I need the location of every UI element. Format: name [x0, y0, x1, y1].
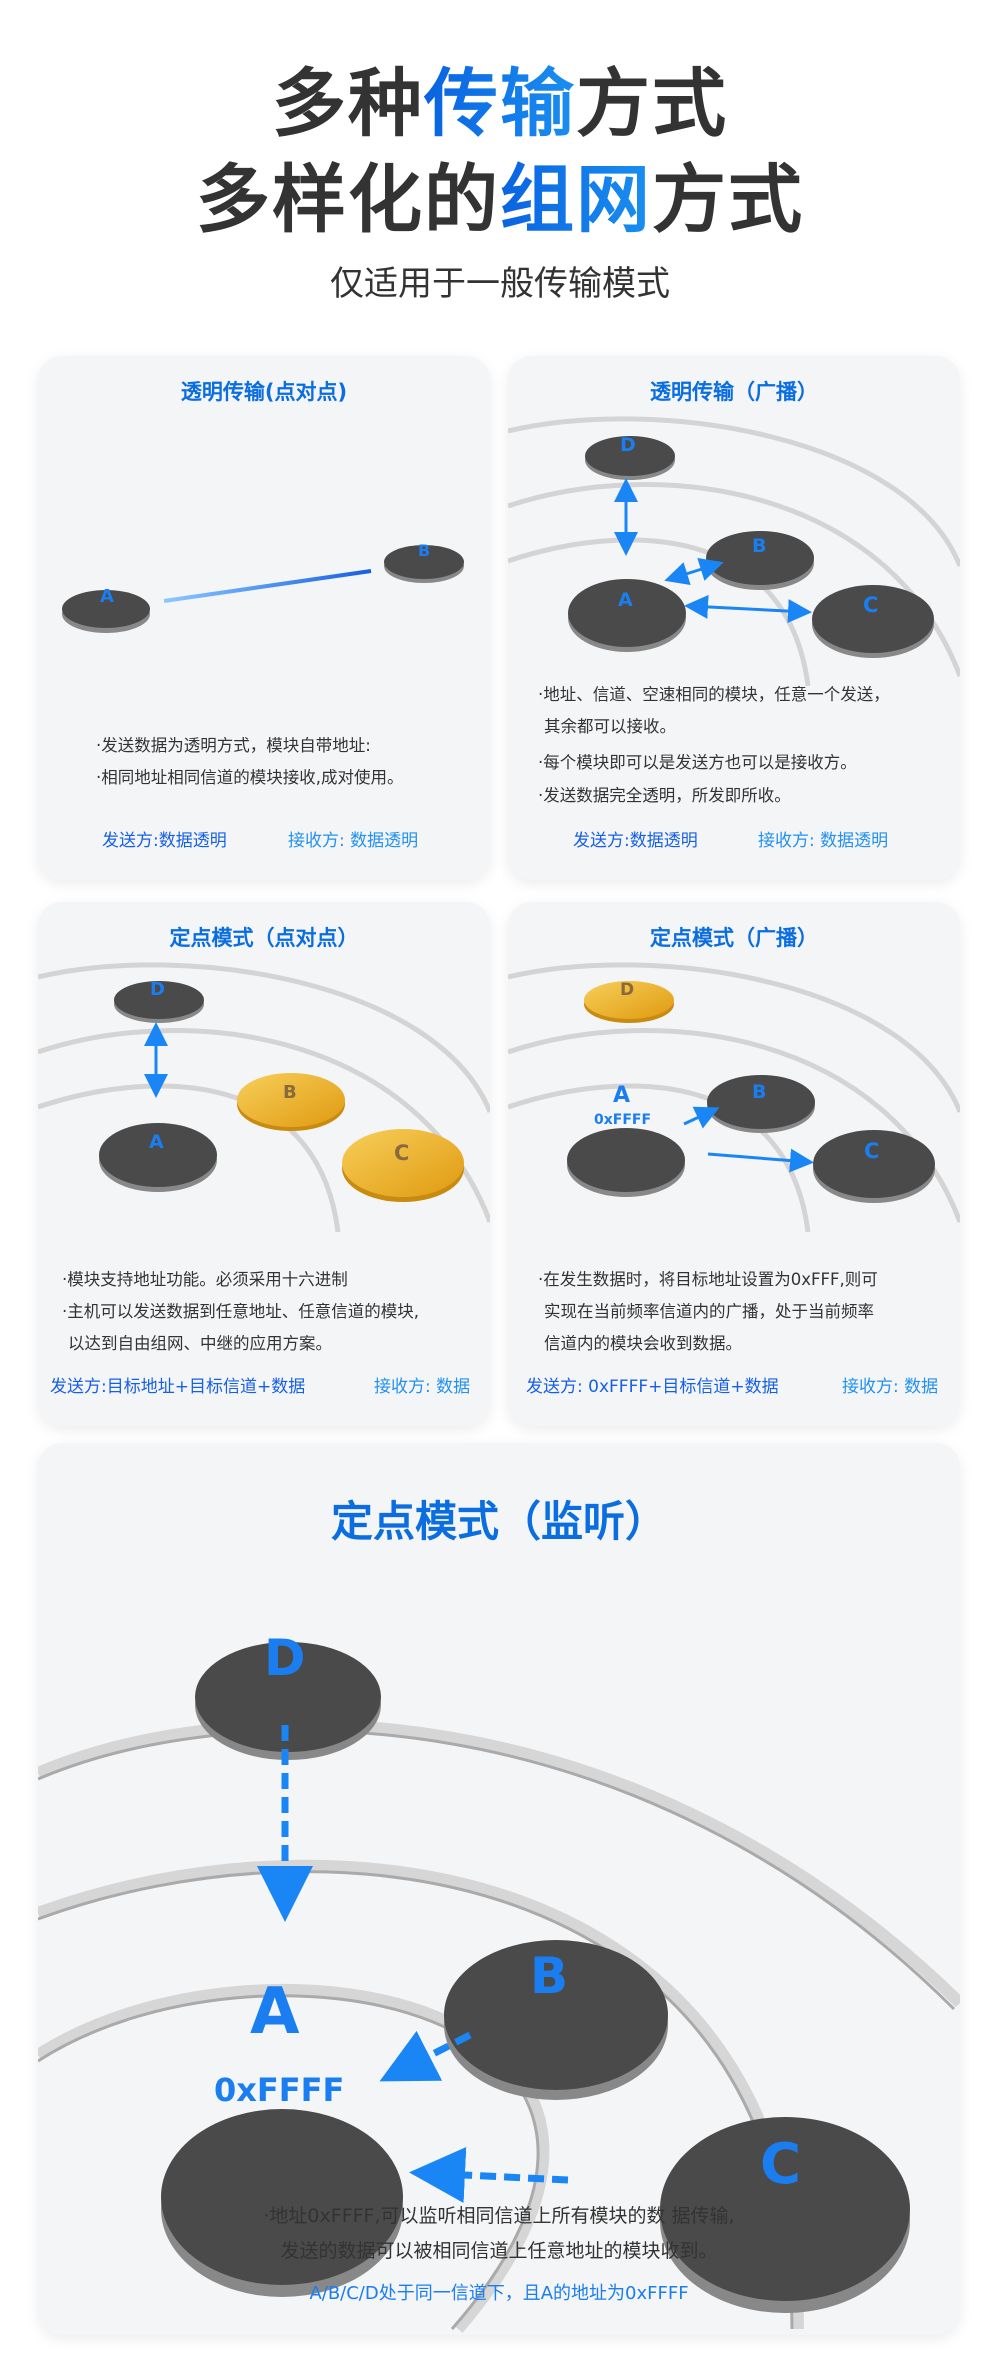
broadcast-arrows: [683, 1106, 814, 1173]
fixed-broadcast-diagram: D B A 0xFFFF C: [508, 962, 960, 1233]
node-c-disc: [342, 1129, 464, 1197]
card-title: 定点模式（点对点）: [169, 926, 359, 950]
node-b-disc: [707, 1075, 815, 1129]
bullet: ·在发生数据时，将目标地址设置为0xFFF,则可: [538, 1270, 878, 1289]
card-fixed-monitor: D B A 0xFFFF C 定点模式（监听） ·地址0xFFFF,可以监听相同…: [38, 1443, 960, 2335]
node-b-label: B: [283, 1082, 297, 1103]
monitor-note: A/B/C/D处于同一信道下，且A的地址为0xFFFF: [309, 2283, 689, 2304]
bullet: ·发送数据完全透明，所发即所收。: [538, 786, 791, 805]
bullet: ·相同地址相同信道的模块接收,成对使用。: [96, 768, 404, 787]
bullet: 发送的数据可以被相同信道上任意地址的模块收到。: [280, 2240, 718, 2262]
bullet: 实现在当前频率信道内的广播，处于当前频率: [544, 1302, 874, 1321]
node-c-disc: [812, 585, 934, 653]
node-d-disc: [114, 981, 204, 1019]
node-b-label: B: [418, 541, 430, 560]
node-c-label: C: [864, 1139, 879, 1163]
sender-info: 发送方:数据透明: [102, 831, 227, 851]
card-fixed-broadcast: D B A 0xFFFF C 定点模式（广播） ·在发生数据时，将目标地址设置为…: [508, 902, 960, 1426]
node-a-disc: [568, 579, 686, 647]
node-a-address: 0xFFFF: [594, 1112, 651, 1128]
receiver-info: 接收方: 数据透明: [288, 831, 419, 851]
node-a-disc: [99, 1123, 217, 1187]
node-c-disc: [660, 2117, 910, 2301]
node-c-disc: [813, 1130, 935, 1198]
data-arrows: [257, 1725, 569, 2203]
node-b-disc: [384, 545, 464, 579]
node-c-label: C: [394, 1141, 409, 1165]
bullet: ·地址、信道、空速相同的模块，任意一个发送，: [538, 685, 890, 704]
node-d-disc: [585, 436, 675, 476]
sender-info: 发送方:数据透明: [573, 831, 698, 851]
node-a-label: A: [149, 1131, 164, 1153]
card-transparent-broadcast: D B A C 透明传输（广播） ·地址、信道、空速相同的模块，任意一个发送， …: [508, 356, 960, 880]
bullet: 其余都可以接收。: [544, 717, 676, 736]
node-d-label: D: [150, 979, 165, 1000]
node-b-disc: [237, 1073, 345, 1127]
node-d-label: D: [620, 980, 634, 1000]
card-title: 透明传输（广播）: [650, 380, 818, 404]
node-d-label: D: [264, 1629, 306, 1687]
link-line: [163, 569, 372, 603]
node-a-label: A: [618, 589, 633, 611]
bullet: ·主机可以发送数据到任意地址、任意信道的模块,: [62, 1302, 419, 1321]
node-a-address: 0xFFFF: [214, 2071, 344, 2109]
headline-line-2: 多样化的组网方式: [0, 140, 1000, 247]
sender-info: 发送方: 0xFFFF+目标信道+数据: [526, 1377, 779, 1397]
node-a-label: A: [100, 586, 114, 607]
node-d-disc: [584, 981, 674, 1019]
fixed-p2p-diagram: D B A C: [38, 962, 490, 1233]
headline-line-1: 多种传输方式: [0, 44, 1000, 151]
node-b-disc: [444, 1940, 668, 2090]
sender-info: 发送方:目标地址+目标信道+数据: [50, 1377, 306, 1397]
bullet: 信道内的模块会收到数据。: [544, 1334, 742, 1353]
bullet: ·发送数据为透明方式，模块自带地址:: [96, 736, 371, 755]
node-c-label: C: [863, 593, 878, 617]
bullet: ·地址0xFFFF,可以监听相同信道上所有模块的数 据传输,: [263, 2205, 735, 2227]
headline-text: 多样化的: [196, 157, 500, 243]
node-b-label: B: [530, 1947, 568, 2005]
bullet: ·每个模块即可以是发送方也可以是接收方。: [538, 753, 857, 772]
link-arrows: [614, 478, 812, 624]
card-title: 定点模式（广播）: [650, 926, 818, 950]
node-d-label: D: [620, 434, 636, 456]
node-a-disc: [567, 1128, 685, 1192]
node-b-label: B: [752, 1081, 766, 1103]
card-fixed-p2p: D B A C 定点模式（点对点） ·模块支持地址功能。必须采用十六进制 ·主机…: [38, 902, 490, 1426]
p2p-diagram: A B: [62, 541, 464, 633]
receiver-info: 接收方: 数据: [374, 1377, 471, 1397]
bullet: ·模块支持地址功能。必须采用十六进制: [62, 1270, 348, 1289]
node-a-label: A: [250, 1975, 300, 2049]
node-c-label: C: [760, 2132, 801, 2197]
bullet: 以达到自由组网、中继的应用方案。: [68, 1334, 332, 1353]
broadcast-diagram: D B A C: [508, 416, 960, 687]
receiver-info: 接收方: 数据: [842, 1377, 939, 1397]
node-b-disc: [706, 531, 814, 585]
node-d-disc: [195, 1642, 381, 1752]
card-transparent-p2p: A B 透明传输(点对点) ·发送数据为透明方式，模块自带地址: ·相同地址相同…: [38, 356, 490, 880]
node-a-disc: [62, 590, 150, 628]
node-a-label: A: [613, 1083, 630, 1108]
card-title: 定点模式（监听）: [330, 1497, 667, 1546]
headline-text: 多种: [272, 61, 424, 147]
node-b-label: B: [752, 535, 766, 557]
monitor-diagram: D B A 0xFFFF C: [38, 1629, 960, 2333]
headline-text: 方式: [576, 61, 728, 147]
card-title: 透明传输(点对点): [180, 380, 348, 404]
headline-highlight: 传输: [424, 61, 576, 147]
receiver-info: 接收方: 数据透明: [758, 831, 889, 851]
node-a-disc: [161, 2109, 403, 2285]
headline-highlight: 组网: [500, 157, 652, 243]
subtitle: 仅适用于一般传输模式: [330, 264, 670, 304]
headline-text: 方式: [652, 157, 804, 243]
